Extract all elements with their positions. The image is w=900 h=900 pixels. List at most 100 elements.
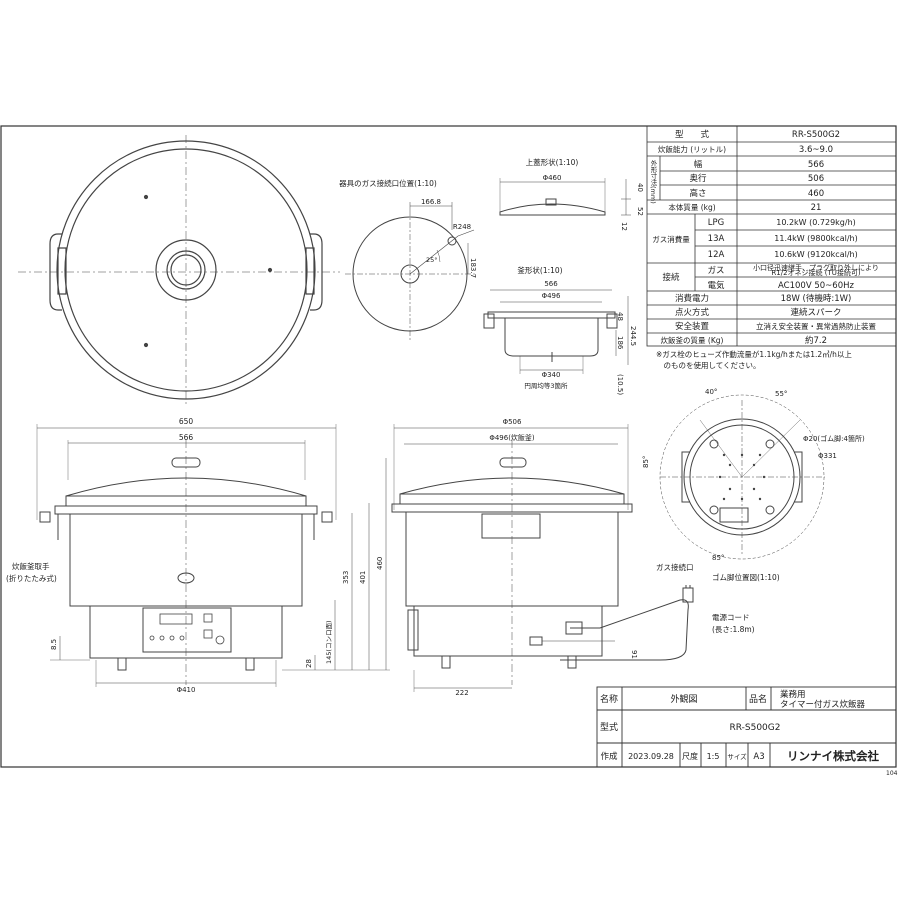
dim-pot-566: 566 — [544, 280, 558, 288]
title-block — [596, 686, 897, 768]
dim-b20: Φ20(ゴム脚:4箇所) — [803, 434, 865, 443]
dim-b40: 40° — [705, 388, 717, 396]
dim-52: 52 — [636, 207, 644, 216]
dim-b331: Φ331 — [818, 452, 837, 460]
spec-13a-value: 11.4kW (9800kcal/h) — [774, 234, 857, 243]
title-product-label: 品名 — [749, 693, 767, 705]
spec-capacity-label: 炊飯能力 (リットル) — [658, 144, 726, 154]
title-model-value: RR-S500G2 — [730, 723, 781, 733]
top-view — [18, 135, 340, 405]
spec-conn-gas-value: 小口径迅速継手、プラグ取り外しにより — [753, 263, 879, 272]
lid-title: 上蓋形状(1:10) — [526, 157, 579, 167]
dim-b85b: 85° — [712, 554, 724, 562]
dim-b85a: 85° — [642, 456, 650, 468]
side-view — [391, 424, 633, 692]
sheet-frame — [0, 125, 897, 768]
dim-side-91: 91 — [630, 650, 638, 659]
spec-depth-value: 506 — [808, 174, 824, 184]
spec-power-label: 消費電力 — [675, 293, 709, 304]
spec-height-label: 高さ — [689, 188, 706, 199]
pot-title: 釜形状(1:10) — [517, 265, 562, 275]
dim-183-7: 183.7 — [469, 258, 477, 278]
dim-side-222: 222 — [455, 689, 468, 697]
title-name-label: 名称 — [600, 693, 618, 705]
dim-front-650: 650 — [179, 417, 194, 426]
callout-pot-handle-2: (折りたたみ式) — [6, 573, 57, 583]
dim-b55: 55° — [775, 390, 787, 398]
spec-conn-elec-label: 電気 — [707, 280, 725, 291]
callout-cord-length: (長さ:1.8m) — [712, 625, 755, 634]
spec-lpg-value: 10.2kW (0.729kg/h) — [776, 218, 856, 227]
bottom-view — [659, 394, 825, 560]
spec-potmass-value: 約7.2 — [805, 335, 827, 346]
spec-gas-group: ガス消費量 — [652, 234, 690, 244]
front-view-labels: 650 566 Φ410 353 401 460 145(コンロ面) 8.5 2… — [6, 417, 384, 694]
rubber-title: ゴム脚位置図(1:10) — [712, 572, 780, 582]
title-name-value: 外観図 — [670, 693, 697, 705]
dim-h28: 28 — [305, 659, 313, 668]
spec-lpg-label: LPG — [708, 218, 724, 228]
title-block-text: 名称 外観図 品名 業務用 タイマー付ガス炊飯器 型式 RR-S500G2 作成… — [600, 689, 898, 777]
dim-h8-5: 8.5 — [50, 639, 58, 650]
title-product-value1: 業務用 — [780, 689, 806, 700]
spec-table-text: 型 式 RR-S500G2 炊飯能力 (リットル) 3.6~9.0 外形寸法(m… — [649, 129, 879, 370]
dim-front-410: Φ410 — [177, 686, 196, 694]
dim-side-496: Φ496(炊飯釜) — [489, 433, 535, 442]
spec-conn-gas-label: ガス — [707, 265, 724, 276]
title-date-value: 2023.09.28 — [628, 752, 674, 761]
power-cord — [560, 585, 694, 661]
spec-table — [646, 125, 897, 347]
dim-25-deg: 25° — [426, 256, 438, 264]
dim-pot-48: 48 — [616, 312, 624, 321]
title-size-label: サイズ — [727, 752, 747, 761]
spec-header-value: RR-S500G2 — [792, 130, 840, 140]
control-panel — [149, 613, 225, 645]
spec-13a-label: 13A — [708, 234, 725, 244]
lid-profile-labels: 上蓋形状(1:10) Φ460 40 52 12 — [526, 157, 644, 231]
spec-power-value: 18W (待機時:1W) — [781, 293, 852, 304]
title-date-label: 作成 — [600, 751, 618, 762]
spec-ignition-label: 点火方式 — [675, 307, 710, 318]
dim-pot-244: 244.5 — [629, 326, 637, 346]
spec-conn-gas-value2: R1/2オネジ接続 (TU接続可) — [771, 268, 860, 277]
gas-port-view — [345, 202, 475, 340]
dim-pot-10-5: (10.5) — [616, 374, 624, 395]
bottom-view-labels: 40° 55° 85° 85° Φ20(ゴム脚:4箇所) Φ331 ゴム脚位置図… — [642, 388, 865, 582]
title-model-label: 型式 — [600, 721, 618, 733]
dim-12: 12 — [620, 222, 628, 231]
spec-mass-value: 21 — [811, 203, 822, 213]
title-scale-value: 1:5 — [707, 752, 720, 761]
spec-width-label: 幅 — [694, 159, 703, 170]
callout-power-cord: 電源コード — [712, 613, 750, 622]
spec-potmass-label: 炊飯釜の質量 (Kg) — [661, 335, 724, 345]
spec-dims-group: 外形寸法(mm) — [649, 159, 657, 204]
spec-capacity-value: 3.6~9.0 — [799, 145, 833, 155]
title-page-code: 104 — [886, 770, 898, 777]
dim-pot-186: 186 — [616, 336, 624, 350]
title-product-value2: タイマー付ガス炊飯器 — [780, 699, 866, 710]
title-size-value: A3 — [753, 752, 764, 762]
pot-handle-note: 円周均等3箇所 — [524, 381, 568, 390]
dim-h145: 145(コンロ面) — [325, 621, 333, 664]
spec-note-1: ※ガス栓のヒューズ作動流量が1.1kg/hまたは1.2㎥/h以上 — [656, 349, 852, 359]
dim-166-8: 166.8 — [421, 198, 441, 206]
side-view-labels: Φ506 Φ496(炊飯釜) 222 91 ガス接続口 — [455, 418, 693, 697]
spec-note-2: のものを使用してください。 — [656, 360, 761, 370]
dim-pot-340: Φ340 — [542, 371, 561, 379]
gas-port-title: 器具のガス接続口位置(1:10) — [339, 178, 437, 188]
dim-side-506: Φ506 — [503, 418, 522, 426]
title-scale-label: 尺度 — [682, 751, 698, 761]
spec-conn-group: 接続 — [662, 272, 680, 283]
dim-40: 40 — [636, 183, 644, 192]
dim-r248: R248 — [453, 223, 471, 231]
dim-d460: Φ460 — [543, 174, 562, 182]
dim-h460: 460 — [376, 557, 384, 570]
title-company: リンナイ株式会社 — [787, 749, 879, 763]
spec-12a-value: 10.6kW (9120kcal/h) — [774, 250, 857, 259]
pot-profile-labels: 釜形状(1:10) 566 Φ496 48 186 244.5 Φ340 (10… — [517, 265, 637, 395]
gas-port-view-labels: 器具のガス接続口位置(1:10) 166.8 R248 183.7 25° — [339, 178, 477, 278]
dim-pot-496: Φ496 — [542, 292, 561, 300]
spec-header-label: 型 式 — [675, 129, 710, 140]
power-cord-labels: 電源コード (長さ:1.8m) — [712, 613, 755, 634]
